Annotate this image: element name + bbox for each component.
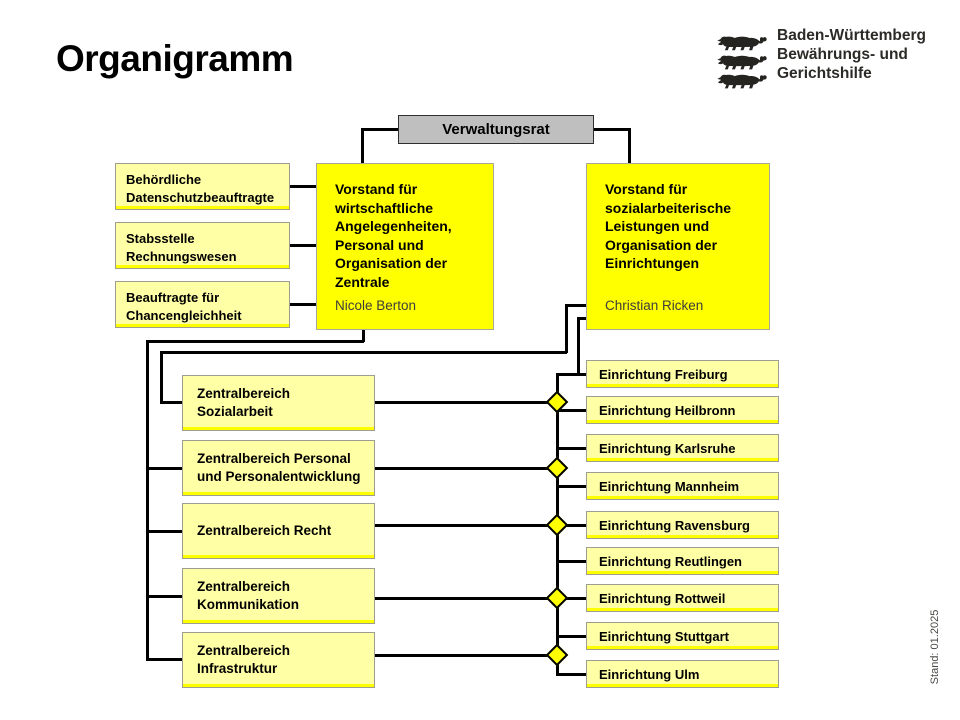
vorstand-name: Nicole Berton (335, 297, 417, 313)
node-staff-datenschutz: Behördliche Datenschutzbeauftragte (115, 163, 290, 210)
matrix-line (375, 467, 557, 470)
connector-line (160, 351, 567, 354)
zb-label: Zentralbereich Sozialarbeit (197, 385, 291, 419)
vorstand-title: Vorstand für sozialarbeiterische Leistun… (605, 181, 732, 271)
connector-line (290, 185, 316, 188)
connector-line (362, 329, 365, 342)
node-zb-recht: Zentralbereich Recht (182, 503, 375, 559)
node-einrichtung-mannheim: Einrichtung Mannheim (586, 472, 779, 500)
connector-line (290, 303, 316, 306)
node-zb-sozialarbeit: Zentralbereich Sozialarbeit (182, 375, 375, 431)
staff-label: Stabsstelle Rechnungswesen (126, 231, 237, 264)
connector-line (146, 340, 149, 661)
node-einrichtung-heilbronn: Einrichtung Heilbronn (586, 396, 779, 424)
diamond-connector-icon (545, 513, 569, 537)
connector-line (628, 128, 631, 164)
connector-line (290, 244, 316, 247)
diamond-connector-icon (545, 456, 569, 480)
connector-line (565, 304, 588, 307)
node-staff-rechnungswesen: Stabsstelle Rechnungswesen (115, 222, 290, 269)
version-stamp: Stand: 01.2025 (929, 609, 941, 685)
connector-line (361, 128, 364, 164)
matrix-line (375, 401, 557, 404)
diamond-connector-icon (545, 643, 569, 667)
connector-line (556, 597, 587, 600)
logo-line-2: Bewährungs- und (777, 46, 908, 63)
bw-coat-of-arms-icon (717, 36, 767, 89)
connector-line (565, 304, 568, 353)
connector-line (146, 467, 183, 470)
node-einrichtung-rottweil: Einrichtung Rottweil (586, 584, 779, 612)
node-verwaltungsrat: Verwaltungsrat (398, 115, 594, 144)
zb-label: Zentralbereich Kommunikation (197, 578, 300, 612)
connector-line (361, 128, 399, 131)
node-zb-infrastruktur: Zentralbereich Infrastruktur (182, 632, 375, 688)
connector-line (577, 317, 580, 375)
matrix-line (375, 597, 557, 600)
node-vorstand-wirtschaft: Vorstand für wirtschaftliche Angelegenhe… (316, 163, 494, 330)
node-einrichtung-freiburg: Einrichtung Freiburg (586, 360, 779, 388)
zb-label: Zentralbereich Infrastruktur (197, 642, 291, 676)
connector-line (556, 485, 587, 488)
logo: Baden-Württemberg Bewährungs- und Gerich… (716, 26, 926, 93)
matrix-line (375, 654, 557, 657)
connector-line (160, 401, 183, 404)
zb-label: Zentralbereich Personal und Personalentw… (197, 450, 361, 484)
staff-label: Behördliche Datenschutzbeauftragte (126, 172, 275, 205)
node-einrichtung-karlsruhe: Einrichtung Karlsruhe (586, 434, 779, 462)
node-zb-personal: Zentralbereich Personal und Personalentw… (182, 440, 375, 496)
logo-line-1: Baden-Württemberg (777, 27, 926, 44)
verwaltungsrat-label: Verwaltungsrat (442, 121, 550, 138)
connector-line (556, 560, 587, 563)
connector-line (577, 317, 588, 320)
connector-line (556, 673, 587, 676)
node-vorstand-sozial: Vorstand für sozialarbeiterische Leistun… (586, 163, 770, 330)
connector-line (146, 530, 183, 533)
staff-label: Beauftragte für Chancengleichheit (126, 290, 242, 323)
connector-line (556, 524, 587, 527)
node-einrichtung-stuttgart: Einrichtung Stuttgart (586, 622, 779, 650)
connector-line (556, 635, 587, 638)
node-einrichtung-ravensburg: Einrichtung Ravensburg (586, 511, 779, 539)
vorstand-name: Christian Ricken (605, 297, 704, 313)
connector-line (556, 409, 587, 412)
node-zb-kommunikation: Zentralbereich Kommunikation (182, 568, 375, 624)
connector-line (160, 351, 163, 403)
node-staff-chancengleichheit: Beauftragte für Chancengleichheit (115, 281, 290, 328)
page-title: Organigramm (56, 38, 294, 79)
node-einrichtung-reutlingen: Einrichtung Reutlingen (586, 547, 779, 575)
connector-line (146, 595, 183, 598)
connector-line (556, 447, 587, 450)
logo-line-3: Gerichtshilfe (777, 65, 872, 82)
diamond-connector-icon (545, 586, 569, 610)
vorstand-title: Vorstand für wirtschaftliche Angelegenhe… (335, 181, 452, 290)
logo-text: Baden-Württemberg Bewährungs- und Gerich… (777, 26, 926, 83)
connector-line (146, 658, 183, 661)
matrix-line (375, 524, 557, 527)
connector-line (593, 128, 631, 131)
connector-line (556, 373, 587, 376)
node-einrichtung-ulm: Einrichtung Ulm (586, 660, 779, 688)
connector-line (146, 340, 364, 343)
zb-label: Zentralbereich Recht (197, 522, 332, 538)
